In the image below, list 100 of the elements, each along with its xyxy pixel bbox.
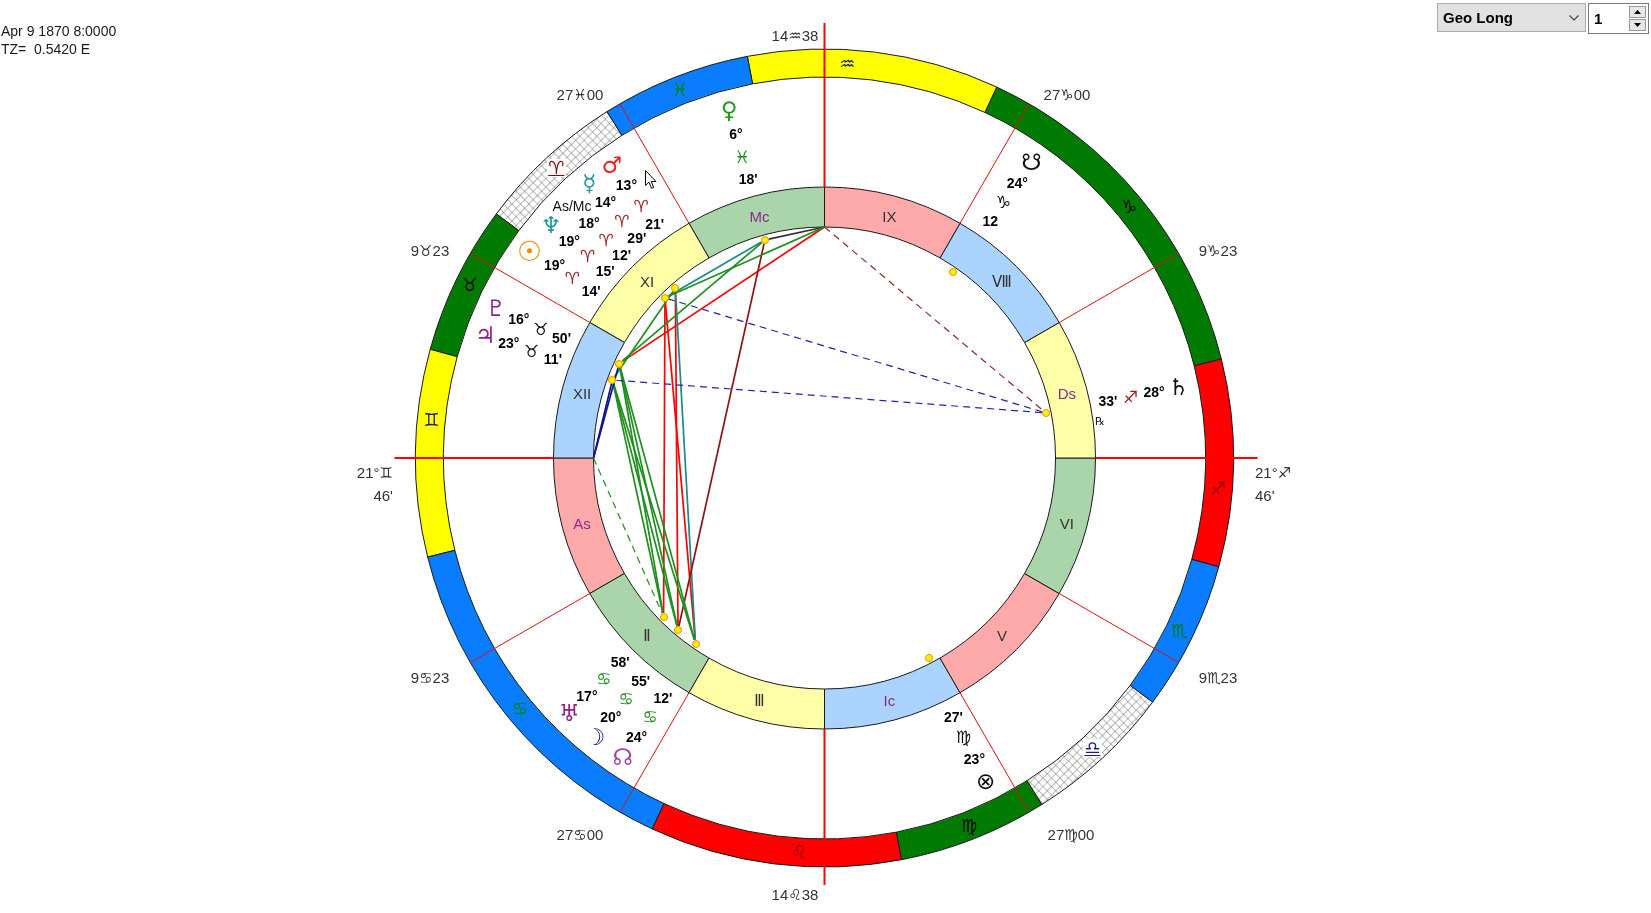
degree-value: 6°: [729, 126, 743, 141]
house-label: VI: [1059, 515, 1075, 531]
zodiac-sign-symbol: ♒: [839, 54, 856, 73]
degree-value: 20°: [600, 710, 622, 725]
house-segment: [687, 657, 826, 730]
planet-symbol: ☿: [582, 171, 597, 195]
aspect-line: [592, 457, 663, 614]
degree-value: 17°: [576, 688, 598, 703]
minute-value: 55': [631, 674, 651, 688]
position-dot-icon: [615, 359, 624, 368]
zodiac-sign-symbol: ♓: [671, 81, 688, 100]
lunar-node-symbol: ☋: [1021, 150, 1042, 174]
house-label: V: [996, 627, 1007, 643]
planet-symbol: ♅: [558, 701, 580, 725]
cusp-position-label: 27♍00: [1047, 826, 1095, 842]
position-dot-icon: [1041, 408, 1050, 417]
degree-value: 13°: [615, 178, 637, 193]
zodiac-sign-symbol: ♋: [596, 670, 612, 688]
zodiac-sign-symbol: ♈: [564, 269, 581, 287]
degree-value: 23°: [498, 336, 520, 351]
cusp-position-label: 9♉23: [410, 242, 450, 258]
planet-symbol: ♄: [1168, 375, 1189, 399]
zodiac-sign-symbol: ♏: [1171, 622, 1188, 641]
degree-value: 19°: [543, 257, 566, 272]
aspect-line: [613, 290, 674, 378]
zodiac-sign-symbol: ♑: [1121, 197, 1138, 216]
position-dot-icon: [949, 268, 958, 277]
house-label: XII: [572, 385, 592, 401]
house-label: Ⅷ: [992, 273, 1012, 288]
aspect-line: [823, 226, 1044, 411]
zodiac-sign-symbol: ♉: [461, 275, 478, 294]
degree-value: 23°: [963, 751, 985, 766]
zodiac-sign-symbol: ♊: [423, 411, 440, 430]
point-symbol: ⊗: [975, 769, 996, 793]
planet-symbol: ♇: [485, 296, 507, 320]
cusp-position-label: 21°♐ 46': [1255, 463, 1293, 506]
minute-value: 12': [612, 248, 631, 263]
zodiac-sign-symbol: ♍: [961, 816, 978, 835]
degree-value: 16°: [508, 311, 530, 326]
aspect-line: [667, 226, 826, 298]
cusp-position-label: 21°♊ 46': [355, 463, 393, 506]
zodiac-band-segment: [746, 48, 998, 114]
house-label: XI: [639, 273, 655, 288]
house-segment: [1023, 321, 1097, 460]
planet-symbol: ♂: [601, 153, 623, 177]
house-segment: [688, 186, 826, 259]
minute-value: 27': [944, 709, 963, 724]
minute-value: 21': [645, 217, 665, 232]
zodiac-sign-symbol: ♈: [598, 231, 614, 248]
planet-symbol: ☽: [584, 725, 606, 749]
degree-value: 18°: [578, 215, 600, 230]
zodiac-sign-symbol: ♑: [995, 193, 1012, 211]
degree-value: 14°: [595, 194, 617, 209]
aspect-line: [592, 383, 613, 459]
lunar-node-symbol: ☊: [612, 745, 633, 769]
house-segment: [552, 456, 626, 595]
position-dot-icon: [760, 236, 769, 244]
zodiac-band-segment: [414, 348, 459, 559]
planet-symbol: ♃: [474, 323, 496, 346]
zodiac-sign-symbol: ♌: [790, 843, 808, 862]
position-dot-icon: [659, 612, 668, 621]
cusp-position-label: 27♋00: [556, 826, 604, 842]
house-segment: [1023, 457, 1097, 595]
cusp-position-label: 27♓00: [556, 86, 604, 102]
aspect-line: [678, 243, 765, 628]
zodiac-sign-symbol: ♉: [523, 342, 539, 360]
position-dot-icon: [671, 284, 680, 293]
zodiac-sign-symbol: ♋: [642, 708, 658, 726]
minute-value: 11': [543, 352, 562, 367]
minute-value: 58': [610, 655, 630, 670]
house-label: As: [573, 515, 591, 531]
dropdown-select: Geo Long: [1437, 3, 1586, 32]
number-input: 1: [1588, 3, 1649, 34]
cusp-position-label: 27♑00: [1043, 86, 1091, 102]
minute-value: 33': [1098, 394, 1118, 409]
position-dot-icon: [608, 375, 617, 384]
zodiac-sign-symbol: ♋: [618, 690, 634, 708]
house-label: Ic: [883, 692, 896, 708]
degree-value: 24°: [626, 729, 648, 744]
aspect-line: [621, 241, 763, 362]
cusp-position-label: 14♌38: [771, 886, 819, 902]
zodiac-sign-symbol: ♉: [532, 320, 549, 338]
position-dot-icon: [674, 626, 682, 635]
aspect-line: [621, 226, 826, 363]
aspect-line: [615, 379, 1043, 414]
aspect-line: [667, 241, 763, 297]
house-label: Ds: [1057, 385, 1077, 401]
minute-value: 14': [581, 283, 601, 298]
zodiac-sign-symbol: ♋: [511, 700, 528, 719]
zodiac-sign-symbol: ♈: [580, 247, 596, 265]
planet-symbol: ☉: [517, 237, 543, 266]
aspect-line: [592, 366, 619, 459]
house-segment: [823, 186, 961, 259]
house-label: IX: [882, 208, 897, 224]
cusp-position-label: 9♋23: [410, 669, 450, 685]
zodiac-sign-symbol: ♓: [734, 148, 750, 166]
minute-value: 50': [552, 331, 571, 346]
minute-value: 15': [595, 264, 615, 279]
zodiac-band-segment: [1026, 684, 1154, 806]
timezone-text: TZ= 0.5420 E: [1, 41, 91, 58]
